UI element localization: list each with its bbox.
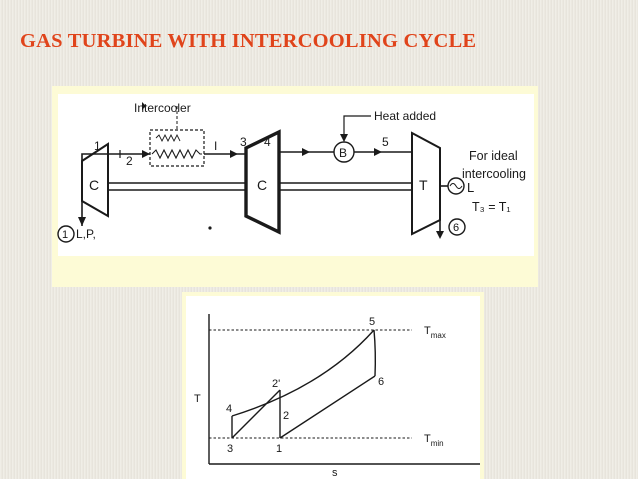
compressor-2-label: C <box>257 177 267 193</box>
tmin-label: Tmin <box>424 433 444 448</box>
heat-added-arrow <box>340 134 348 142</box>
ts-point-4: 4 <box>226 403 232 415</box>
burner-label: B <box>339 146 347 160</box>
t-axis-label: T <box>194 393 201 405</box>
ts-diagram-panel: T s Tmax Tmin 5 6 2' 2 4 3 1 <box>182 292 484 479</box>
point-4-label: 4 <box>264 135 271 149</box>
turbine-label: T <box>419 177 428 193</box>
ts-point-5: 5 <box>369 316 375 328</box>
heat-added-label: Heat added <box>374 109 436 123</box>
equation-label: T₃ = T₁ <box>472 200 511 214</box>
point-2-label: 2 <box>126 154 133 168</box>
process-2-3 <box>231 389 281 439</box>
arrow-to-turbine <box>374 148 382 156</box>
inlet-arrow <box>78 217 86 226</box>
schematic-panel: Intercooler Heat added For ideal interco… <box>52 86 538 287</box>
process-4-5 <box>231 329 375 417</box>
point-3-label: 3 <box>240 135 247 149</box>
note-line-2: intercooling <box>462 167 526 181</box>
arrow-to-burner <box>302 148 310 156</box>
point-5-label: 5 <box>382 135 389 149</box>
load-label: L <box>467 180 474 195</box>
ts-point-6: 6 <box>378 376 384 388</box>
inlet-label: L,P, <box>76 227 96 241</box>
process-6-1 <box>279 375 376 439</box>
ts-point-2: 2 <box>283 410 289 422</box>
intercooler-label: Intercooler <box>134 101 191 115</box>
point-I-label: I <box>214 139 217 153</box>
compressor-1-shape <box>81 142 109 218</box>
compressor-1-label: C <box>89 177 99 193</box>
compressor-2-shape <box>244 129 281 235</box>
s-axis-label: s <box>332 467 338 479</box>
exhaust-arrow <box>436 231 444 239</box>
ts-point-2prime: 2' <box>272 378 280 390</box>
note-line-1: For ideal <box>469 149 518 163</box>
cycle-schematic: Intercooler Heat added For ideal interco… <box>57 94 534 256</box>
arrow-to-c2 <box>230 150 238 158</box>
point-1-label: 1 <box>94 139 101 153</box>
intercooler-feed-arrow <box>142 102 146 110</box>
ts-point-3: 3 <box>227 443 233 455</box>
ts-point-1: 1 <box>276 443 282 455</box>
slide-title: GAS TURBINE WITH INTERCOOLING CYCLE <box>20 30 477 52</box>
ts-diagram: T s Tmax Tmin 5 6 2' 2 4 3 1 <box>186 296 480 479</box>
point-6-label: 6 <box>453 222 459 234</box>
arrow-to-intercooler <box>142 150 150 158</box>
inlet-point-label: 1 <box>62 229 68 241</box>
process-5-6 <box>373 329 377 377</box>
tmax-label: Tmax <box>424 325 446 340</box>
